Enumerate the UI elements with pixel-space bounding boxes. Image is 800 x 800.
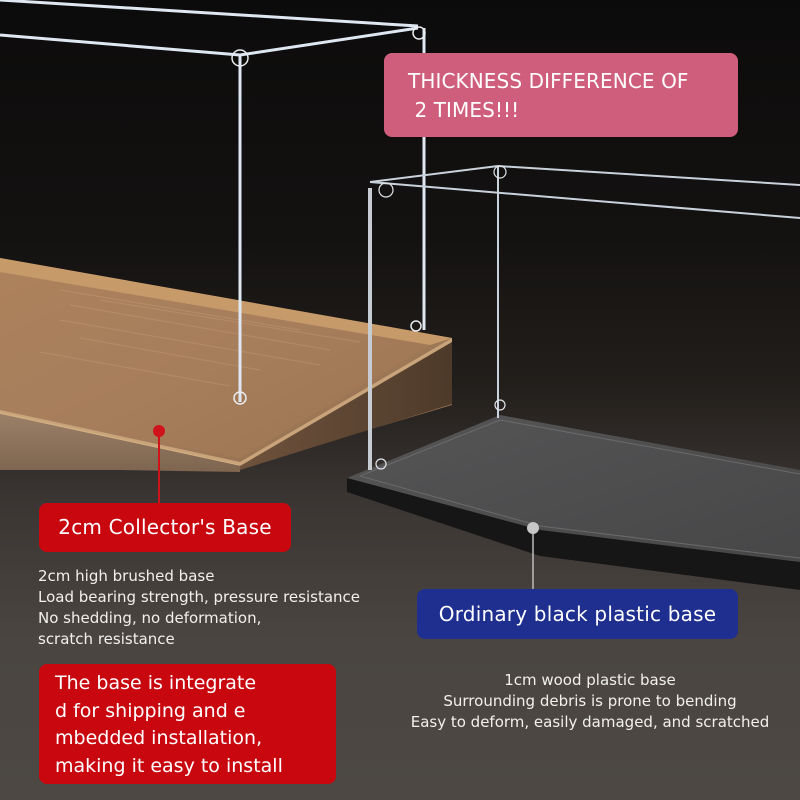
installation-note: The base is integrate d for shipping and… [39, 664, 336, 784]
wood-grain [39, 289, 361, 387]
left-pointer [153, 425, 165, 503]
callout-line: THICKNESS DIFFERENCE OF [408, 69, 689, 93]
feature-line: 1cm wood plastic base [504, 671, 676, 689]
plastic-base-label: Ordinary black plastic base [417, 589, 738, 639]
plastic-base-features: 1cm wood plastic base Surrounding debris… [380, 670, 800, 733]
feature-line: 2cm high brushed base [38, 567, 215, 585]
note-line: The base is integrate [55, 672, 257, 694]
collector-base-label: 2cm Collector's Base [39, 503, 291, 552]
callout-line: 2 TIMES!!! [408, 98, 520, 122]
feature-line: Surrounding debris is prone to bending [443, 692, 737, 710]
note-line: making it easy to install [55, 754, 283, 777]
thickness-callout: THICKNESS DIFFERENCE OF 2 TIMES!!! [384, 53, 738, 137]
note-line: d for shipping and e [55, 699, 246, 722]
right-pointer [527, 522, 539, 589]
right-acrylic-case [369, 165, 800, 418]
black-plastic-base [347, 415, 800, 590]
note-line: mbedded installation, [55, 727, 263, 749]
feature-line: Easy to deform, easily damaged, and scra… [410, 713, 770, 731]
feature-line: No shedding, no deformation, [38, 609, 262, 627]
feature-line: Load bearing strength, pressure resistan… [38, 588, 361, 606]
collector-base-features: 2cm high brushed base Load bearing stren… [38, 566, 408, 650]
feature-line: scratch resistance [38, 630, 175, 648]
